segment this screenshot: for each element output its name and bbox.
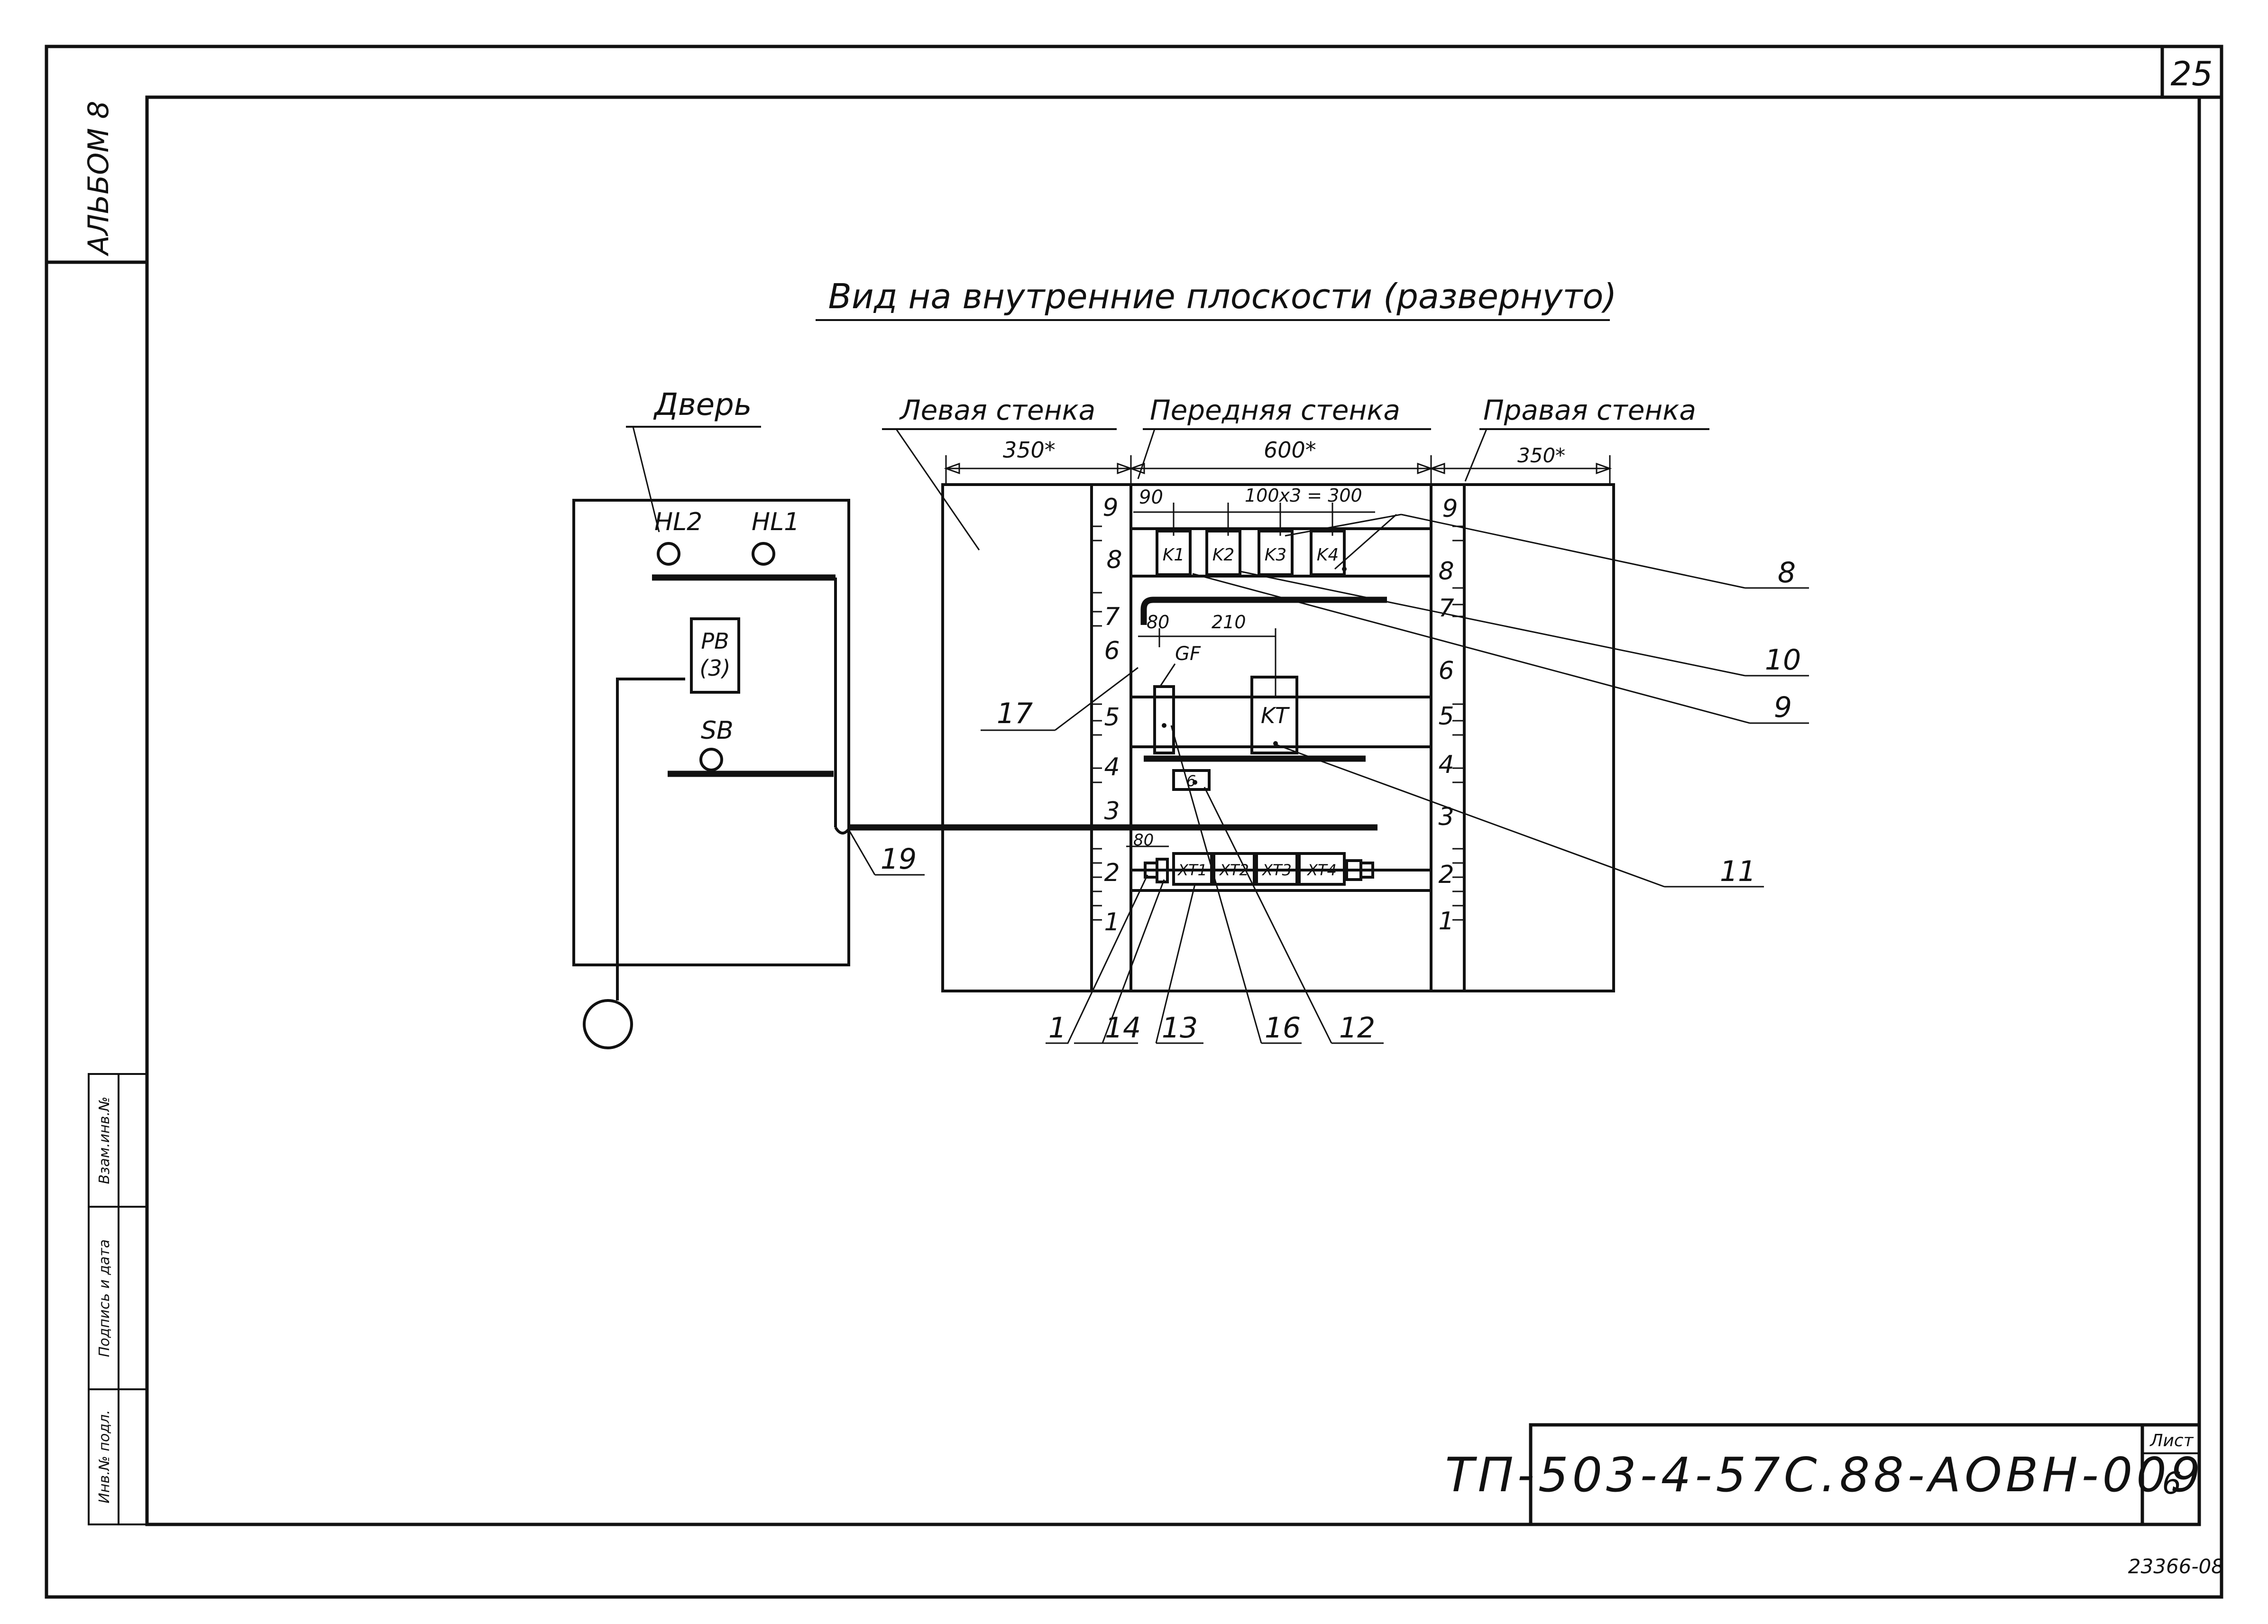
switch-rv-qty: (3)	[699, 655, 730, 681]
dim-right-width: 350*	[1517, 444, 1565, 467]
relay-k2	[1205, 530, 1241, 576]
scale-right-4: 4	[1438, 751, 1454, 779]
door-panel	[572, 499, 852, 1049]
scale-left-4: 4	[1104, 753, 1120, 781]
scale-right-5: 5	[1438, 702, 1454, 731]
callout-10: 10	[1765, 643, 1801, 677]
relay-k3	[1258, 530, 1294, 576]
dim-relay-pitch: 100x3 = 300	[1245, 485, 1362, 506]
sheet-label: Лист	[2149, 1431, 2194, 1450]
callout-14: 14	[1105, 1011, 1141, 1045]
scale-left-7: 7	[1104, 603, 1120, 631]
dim-relay-offset: 90	[1139, 486, 1163, 508]
scale-right-7: 7	[1438, 594, 1454, 623]
timer-kt	[1250, 676, 1298, 754]
side-stamp-inv: Инв.№ подл.	[96, 1410, 113, 1503]
relay-k4	[1310, 530, 1346, 576]
callout-1: 1	[1048, 1011, 1066, 1045]
terminal-xt1: XT1	[1177, 861, 1207, 879]
callout-19: 19	[881, 843, 917, 876]
rail-scale-left	[1092, 525, 1102, 921]
callout-16: 16	[1265, 1011, 1301, 1045]
side-stamp-replace: Взам.инв.№	[96, 1097, 113, 1184]
scale-right-9: 9	[1442, 495, 1458, 523]
dim-terminal-offset: 80	[1133, 831, 1154, 850]
scale-left-1: 1	[1104, 908, 1120, 936]
scale-left-3: 3	[1104, 797, 1120, 826]
scale-right-2: 2	[1438, 861, 1454, 889]
rail-scale-right	[1452, 525, 1464, 921]
terminal-xt4: XT4	[1306, 861, 1337, 879]
side-stamp-sign: Подпись и дата	[96, 1239, 113, 1358]
breaker-gf	[1153, 685, 1175, 754]
callout-11: 11	[1720, 855, 1756, 888]
terminal-xt3: XT3	[1261, 861, 1292, 879]
scale-left-6: 6	[1104, 637, 1120, 665]
scale-left-5: 5	[1104, 703, 1120, 732]
scale-left-8: 8	[1106, 546, 1122, 574]
socket-6	[1172, 769, 1211, 791]
scale-right-1: 1	[1438, 907, 1454, 936]
scale-left-2: 2	[1104, 859, 1120, 887]
album-label: АЛЬБОМ 8	[82, 101, 115, 257]
button-sb: SB	[701, 716, 734, 745]
relay-k1	[1156, 530, 1192, 576]
page-number: 25	[2170, 55, 2213, 93]
front-wall-label: Передняя стенка	[1150, 394, 1400, 426]
scale-left-9: 9	[1102, 494, 1118, 522]
relay-k3-label: K3	[1265, 545, 1287, 565]
terminal-xt2: XT2	[1219, 861, 1249, 879]
breaker-gf-label: GF	[1175, 643, 1201, 665]
callout-12: 12	[1339, 1011, 1375, 1045]
lamp-hl2: HL2	[654, 508, 702, 536]
scale-right-8: 8	[1438, 557, 1454, 586]
scale-right-6: 6	[1438, 657, 1454, 685]
sheet-frame	[45, 45, 2223, 1599]
dim-kt-offset: 210	[1212, 612, 1246, 633]
relay-k4-label: K4	[1317, 545, 1339, 565]
dim-gf-offset: 80	[1147, 612, 1169, 633]
dim-front-width: 600*	[1264, 437, 1316, 463]
callout-13: 13	[1162, 1011, 1198, 1045]
leader-lines	[632, 426, 1809, 1044]
timer-kt-label: KT	[1261, 703, 1290, 728]
dim-left-width: 350*	[1003, 437, 1056, 463]
sheet-number: 6	[2162, 1466, 2182, 1501]
terminal-block	[1144, 852, 1374, 886]
lamp-hl1: HL1	[752, 508, 799, 536]
dimensions-top	[944, 455, 1612, 847]
callout-17: 17	[997, 697, 1033, 730]
switch-rv: РВ	[701, 628, 729, 654]
relay-k1-label: K1	[1163, 545, 1185, 565]
drawing-title: Вид на внутренние плоскости (развернуто)	[828, 276, 1617, 316]
door-label: Дверь	[653, 387, 752, 422]
callout-8: 8	[1778, 556, 1796, 589]
connection-dots	[1162, 567, 1347, 785]
archive-number: 23366-08	[2128, 1555, 2224, 1578]
relay-k2-label: K2	[1212, 545, 1235, 565]
callout-9: 9	[1774, 691, 1792, 724]
stamp-code: ТП-503-4-57С.88-АОВН-009	[1445, 1447, 2204, 1503]
right-wall-label: Правая стенка	[1483, 394, 1696, 426]
left-wall-label: Левая стенка	[899, 394, 1095, 426]
